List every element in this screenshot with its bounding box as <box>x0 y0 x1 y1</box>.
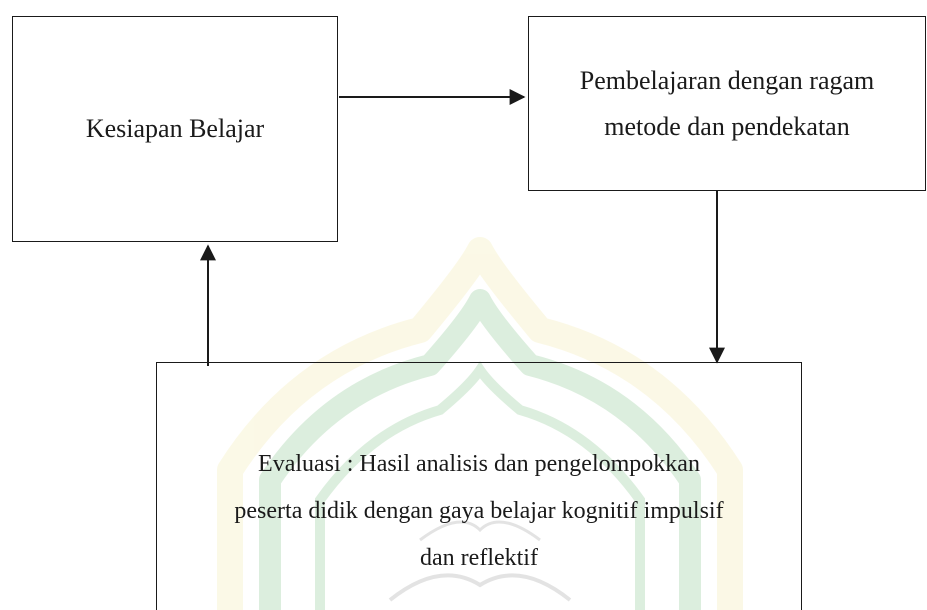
pembelajaran-label: Pembelajaran dengan ragam metode dan pen… <box>580 58 875 150</box>
box-kesiapan-belajar: Kesiapan Belajar <box>12 16 338 242</box>
evaluasi-label: Evaluasi : Hasil analisis dan pengelompo… <box>157 441 801 582</box>
evaluasi-line-3: dan reflektif <box>420 545 538 571</box>
evaluasi-line-2: peserta didik dengan gaya belajar kognit… <box>234 498 724 524</box>
pembelajaran-line-1: Pembelajaran dengan ragam <box>579 65 875 95</box>
pembelajaran-line-2: metode dan pendekatan <box>604 111 850 141</box>
box-pembelajaran: Pembelajaran dengan ragam metode dan pen… <box>528 16 926 191</box>
box-evaluasi: Evaluasi : Hasil analisis dan pengelompo… <box>156 362 802 610</box>
kesiapan-label: Kesiapan Belajar <box>86 106 264 152</box>
evaluasi-line-1: Evaluasi : Hasil analisis dan pengelompo… <box>258 451 700 477</box>
kesiapan-text: Kesiapan Belajar <box>85 114 265 143</box>
